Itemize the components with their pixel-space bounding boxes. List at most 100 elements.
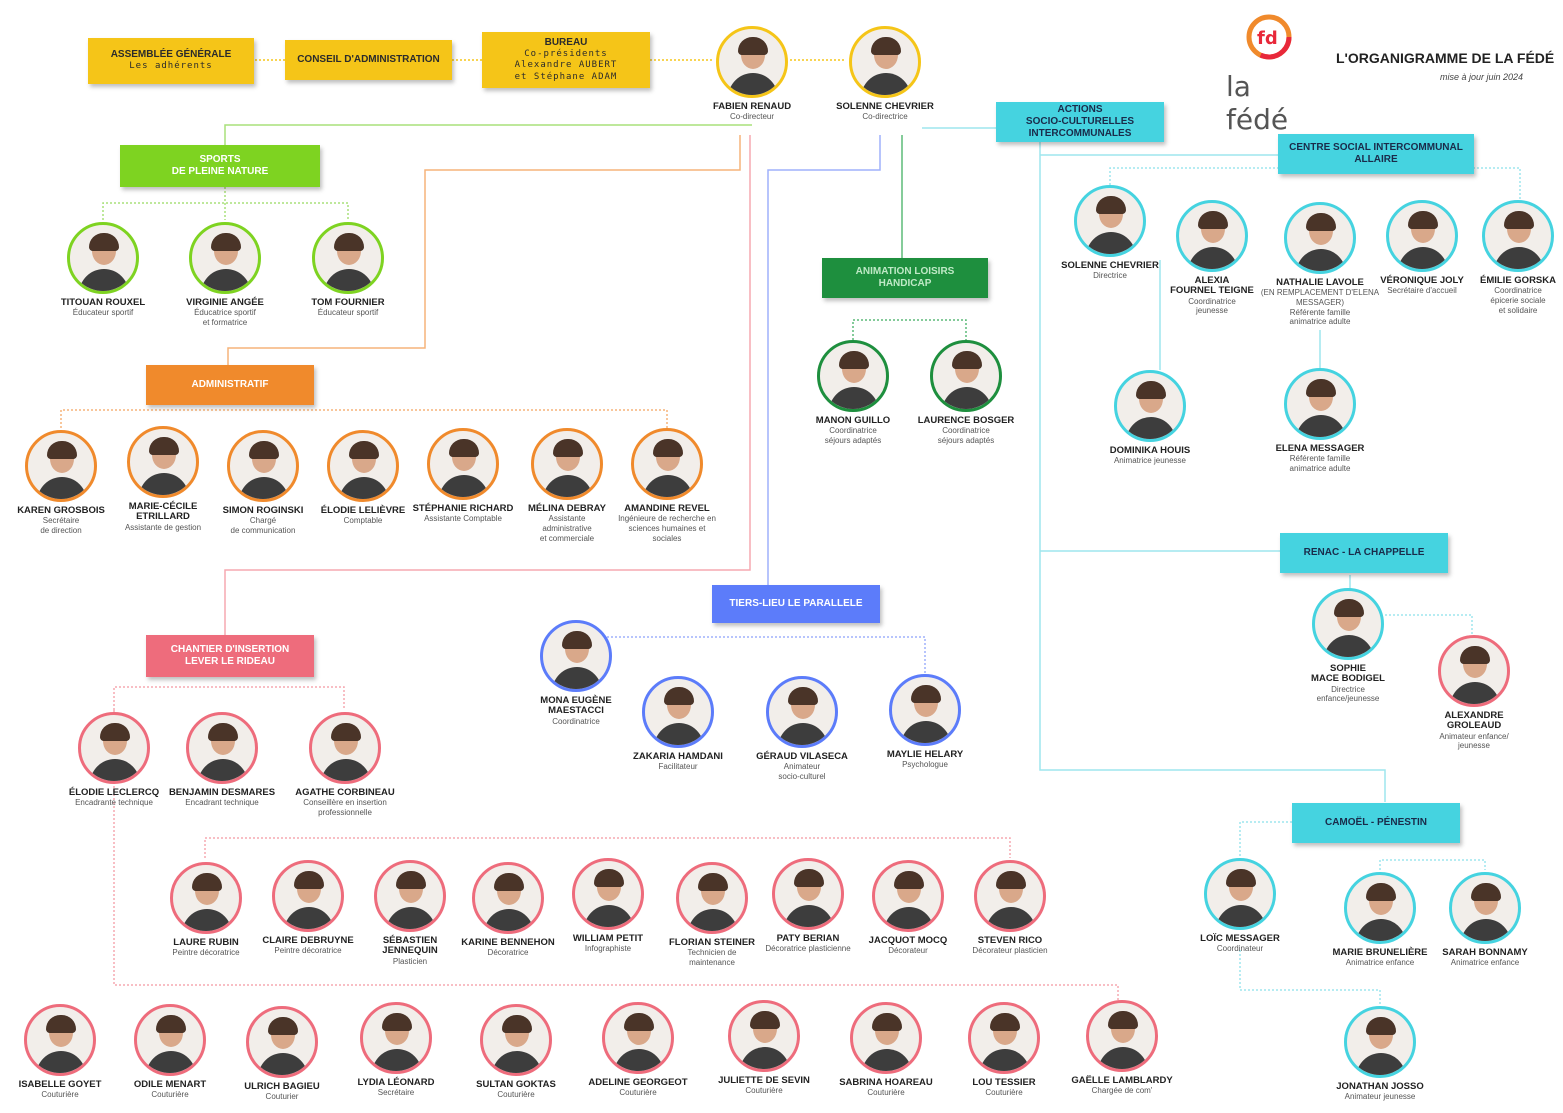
- avatar-body: [614, 1049, 664, 1071]
- avatar-body: [146, 1051, 196, 1073]
- person-name: MÉLINA DEBRAY: [528, 503, 606, 514]
- connector-line: [852, 319, 967, 340]
- person-role: Chargé de communication: [230, 516, 296, 536]
- box-subtitle: Alexandre AUBERT: [514, 60, 618, 71]
- person-photo: [1482, 200, 1554, 272]
- box-animation-loisirs-handicap[interactable]: ANIMATION LOISIRS HANDICAP: [822, 258, 988, 298]
- box-conseil-administration[interactable]: CONSEIL D'ADMINISTRATION: [285, 40, 452, 80]
- box-camoel-penestin[interactable]: CAMOËL - PÉNESTIN: [1292, 803, 1460, 843]
- person-name: ISABELLE GOYET: [18, 1079, 102, 1090]
- avatar-hair: [502, 1015, 532, 1033]
- person-photo: [1344, 872, 1416, 944]
- avatar-body: [1296, 415, 1346, 437]
- avatar-body: [439, 475, 489, 497]
- avatar-body: [139, 473, 189, 495]
- person-role: Coordinatrice jeunesse: [1188, 296, 1236, 316]
- avatar-hair: [449, 439, 479, 457]
- person-name: FABIEN RENAUD: [712, 101, 792, 112]
- person-name: SARAH BONNAMY: [1442, 947, 1528, 958]
- box-centre-social-allaire[interactable]: CENTRE SOCIAL INTERCOMMUNAL ALLAIRE: [1278, 134, 1474, 174]
- box-tiers-lieu[interactable]: TIERS-LIEU LE PARALLELE: [712, 585, 880, 623]
- box-renac-la-chappelle[interactable]: RENAC - LA CHAPPELLE: [1280, 533, 1448, 573]
- avatar-body: [740, 1047, 790, 1069]
- person-name: TITOUAN ROUXEL: [60, 297, 146, 308]
- person-name: SOLENNE CHEVRIER: [836, 101, 934, 112]
- avatar-body: [901, 721, 951, 743]
- page-title: L'ORGANIGRAMME DE LA FÉDÉ: [1336, 50, 1555, 66]
- avatar-body: [584, 905, 634, 927]
- box-bureau[interactable]: BUREAU Co-présidents Alexandre AUBERT et…: [482, 32, 650, 88]
- box-sports-pleine-nature[interactable]: SPORTS DE PLEINE NATURE: [120, 145, 320, 187]
- avatar-hair: [553, 439, 583, 457]
- box-chantier-insertion[interactable]: CHANTIER D'INSERTION LEVER LE RIDEAU: [146, 635, 314, 677]
- la-fede-logo: fd la fédé: [1222, 14, 1318, 136]
- person-name: SIMON ROGINSKI: [222, 505, 304, 516]
- person-role: Couturière: [497, 1090, 535, 1100]
- box-administratif[interactable]: ADMINISTRATIF: [146, 365, 314, 405]
- avatar-hair: [156, 1015, 186, 1033]
- box-title: CAMOËL - PÉNESTIN: [1324, 817, 1428, 828]
- person-card[interactable]: NATHALIE LAVOLE(EN REMPLACEMENT D'ELENA …: [1260, 202, 1380, 327]
- box-assemblee-generale[interactable]: ASSEMBLÉE GÉNÉRALE Les adhérents: [88, 38, 254, 84]
- person-name: KAREN GROSBOIS: [17, 505, 105, 516]
- box-actions-socio-culturelles[interactable]: ACTIONS SOCIO-CULTURELLES INTERCOMMUNALE…: [996, 102, 1164, 142]
- person-name: CLAIRE DEBRUYNE: [262, 935, 354, 946]
- person-name: DOMINIKA HOUIS: [1109, 445, 1191, 456]
- person-role: Couturier: [265, 1092, 299, 1102]
- avatar-body: [942, 387, 992, 409]
